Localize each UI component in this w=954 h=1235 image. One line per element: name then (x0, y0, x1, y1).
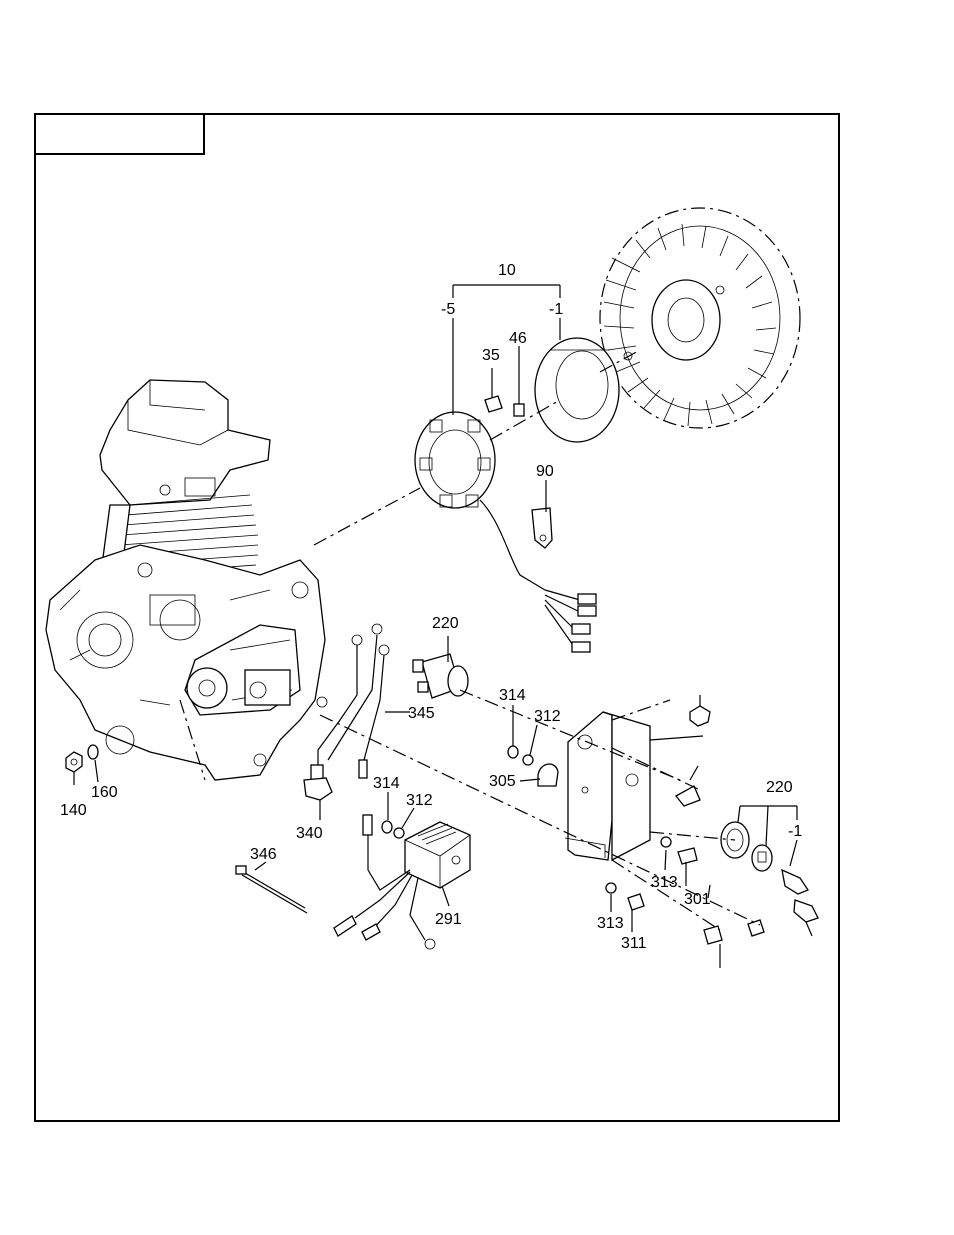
callout-305: 305 (489, 773, 516, 790)
washer-160 (87, 744, 99, 760)
figure-title-box (34, 113, 205, 155)
callout-311: 311 (621, 935, 647, 952)
wire-harness-345 (303, 623, 390, 801)
key-switch-220 (720, 821, 773, 872)
nut-140 (65, 751, 83, 773)
callout-35: 35 (482, 347, 500, 364)
callout-160: 160 (91, 784, 118, 801)
callout-220-1: -1 (788, 823, 802, 840)
callout-10-1: -1 (549, 301, 563, 318)
callout-312-lower: 312 (406, 792, 433, 809)
callout-340: 340 (296, 825, 323, 842)
bolt-lower (703, 925, 723, 945)
washer-312a (522, 754, 534, 766)
bolt-lower-right (747, 919, 765, 937)
key-set (781, 868, 819, 937)
screw-311 (627, 893, 645, 911)
callout-90: 90 (536, 463, 554, 480)
callout-220-keyswitch: 220 (766, 779, 793, 796)
nut-314a (507, 745, 519, 759)
stator-ring (534, 337, 620, 443)
callout-140: 140 (60, 802, 87, 819)
regulator-291 (333, 814, 471, 950)
assembly-centerlines (179, 349, 761, 931)
control-bracket (564, 711, 651, 862)
callout-labels: 10 -5 -1 35 46 90 220 314 312 345 305 14… (60, 262, 802, 952)
spacer (675, 785, 701, 807)
callout-10: 10 (498, 262, 516, 279)
callout-312-upper: 312 (534, 708, 561, 725)
callout-345: 345 (408, 705, 435, 722)
callout-291: 291 (435, 911, 462, 928)
bolt-top (689, 705, 711, 727)
callout-346: 346 (250, 846, 277, 863)
callout-220-solenoid: 220 (432, 615, 459, 632)
engine-illustration (45, 379, 326, 781)
callout-46: 46 (509, 330, 527, 347)
washer-312b (393, 827, 405, 839)
washer-313a (660, 836, 672, 848)
callout-10-5: -5 (441, 301, 455, 318)
flywheel (599, 207, 801, 429)
cable-tie-346 (235, 865, 308, 914)
callout-314-lower: 314 (373, 775, 400, 792)
clamp-305 (537, 763, 559, 787)
callout-314-upper: 314 (499, 687, 526, 704)
nut-314b (381, 820, 393, 834)
screw-301 (677, 847, 698, 865)
callout-313-lower: 313 (597, 915, 624, 932)
screw-35 (484, 395, 503, 413)
pin-46 (513, 403, 525, 417)
leader-lines (73, 284, 798, 968)
diagram-frame (34, 113, 840, 1122)
solenoid-220 (412, 653, 469, 699)
washer-313b (605, 882, 617, 894)
callout-313-upper: 313 (651, 874, 678, 891)
bracket-90 (531, 507, 553, 549)
callout-301: 301 (684, 891, 711, 908)
stator-coil (414, 411, 597, 653)
